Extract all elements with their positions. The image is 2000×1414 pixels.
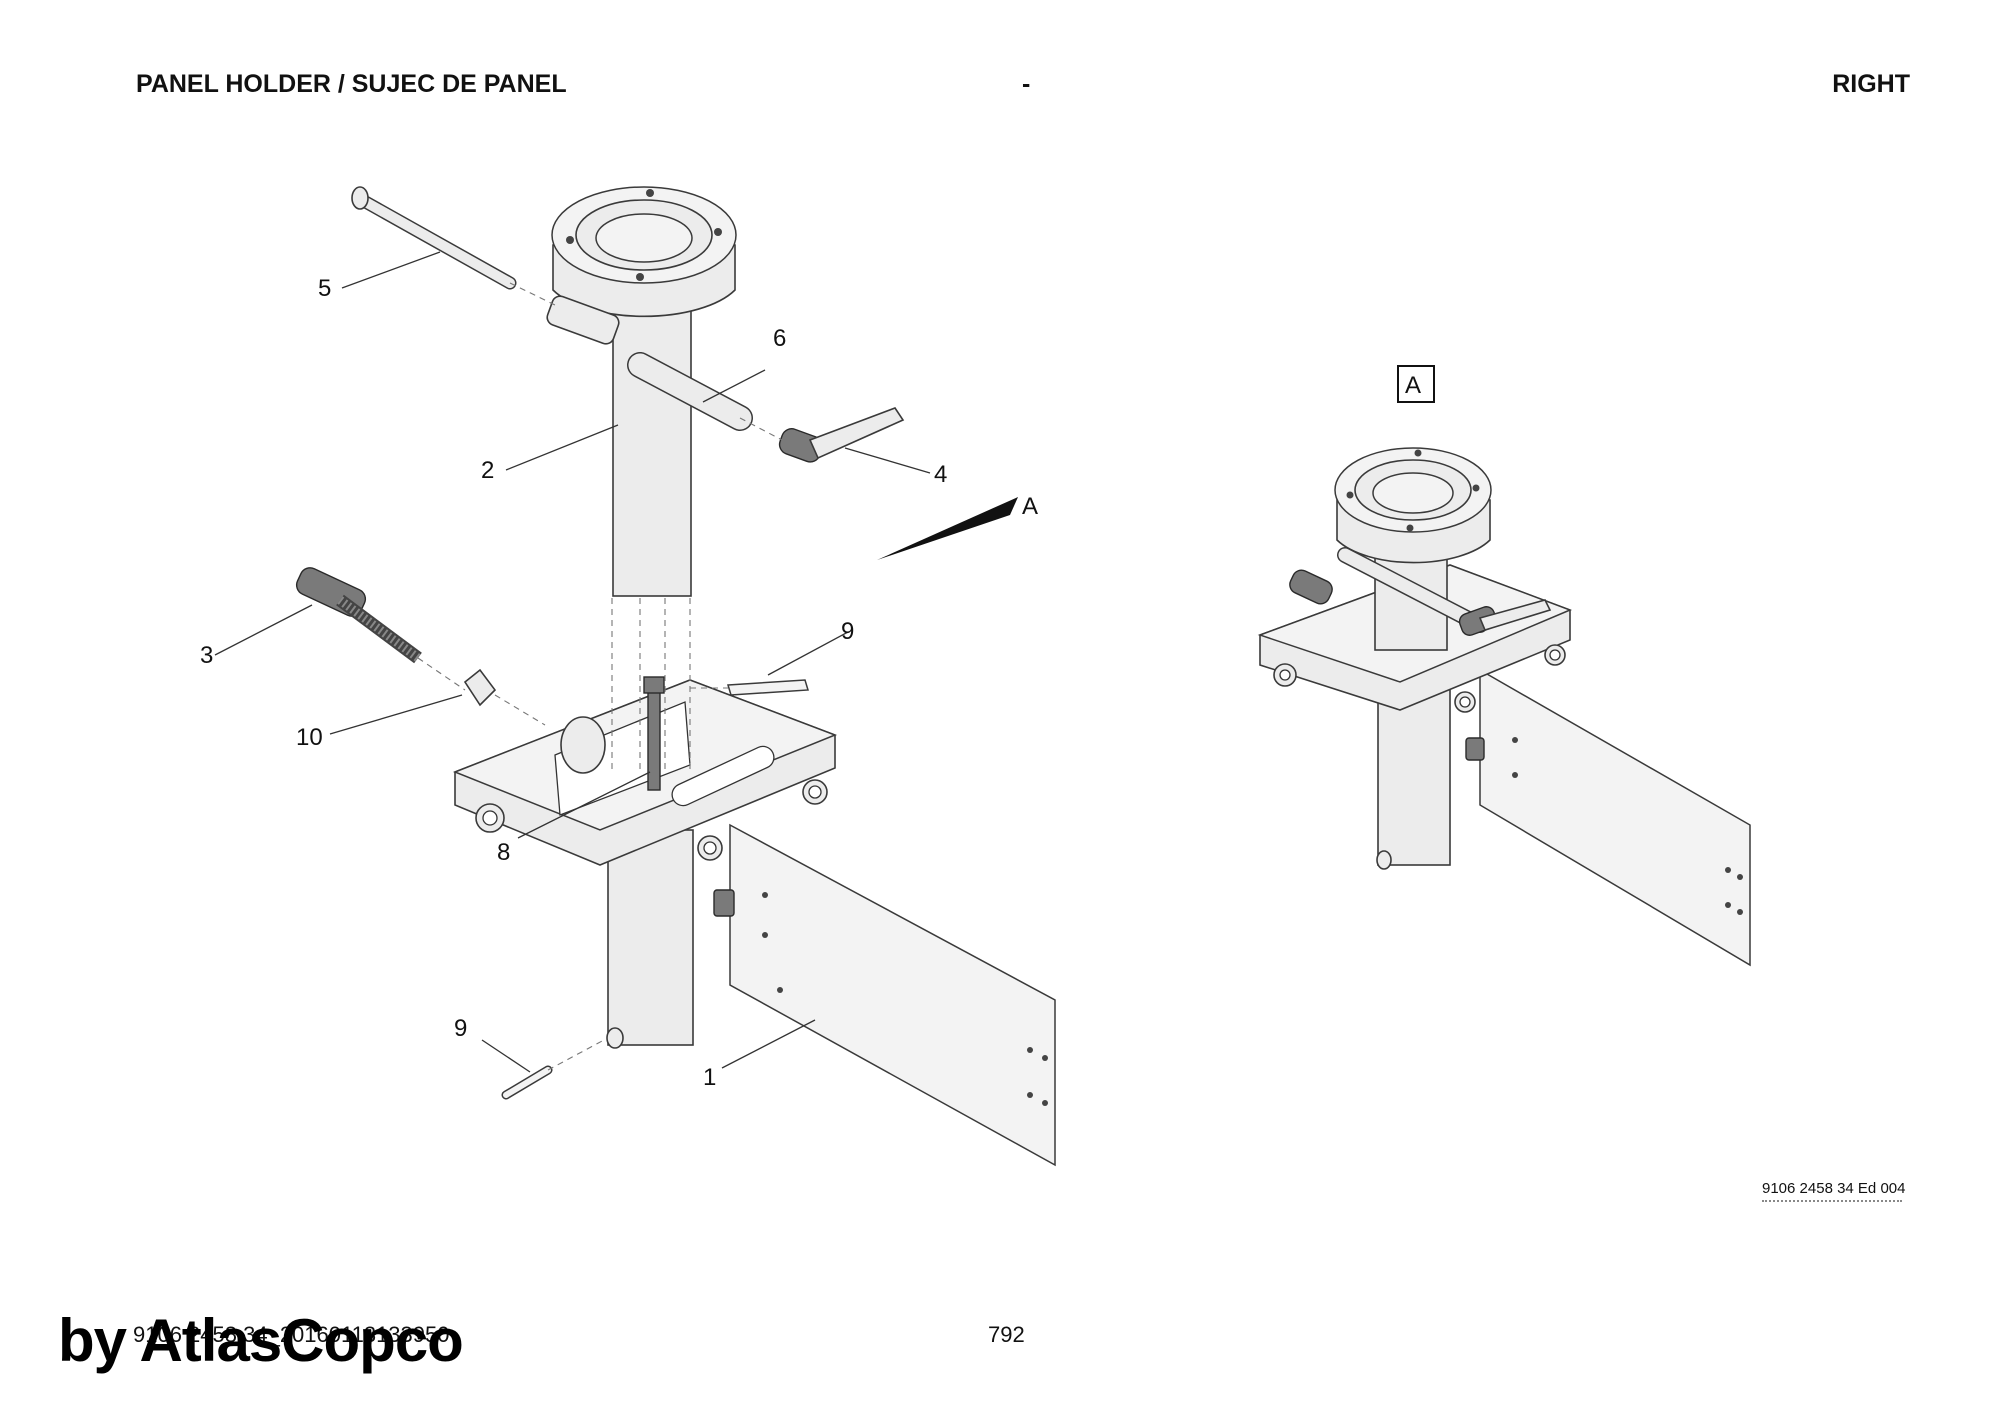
view-arrow-a-label: A [1022, 493, 1038, 520]
callout-10: 10 [296, 724, 323, 751]
part-3-t-handle-bolt [295, 567, 422, 664]
leader-lines [214, 251, 931, 1073]
exploded-view: A 1 2 3 4 5 6 8 9 9 10 [200, 186, 1056, 1167]
part-1-panel-plate [729, 823, 1056, 1167]
callout-6: 6 [773, 325, 786, 352]
callout-9-upper: 9 [841, 618, 854, 645]
callout-3: 3 [200, 642, 213, 669]
part-1-top-frame [452, 679, 838, 866]
drawing-code-underline [1762, 1200, 1902, 1205]
view-arrow-a: A [877, 493, 1038, 560]
page-number: 792 [988, 1322, 1025, 1347]
part-4-clamping-lever [778, 407, 905, 463]
callout-9-lower: 9 [454, 1015, 467, 1042]
part-1-lower-post [606, 829, 735, 1049]
assembled-detail-view: A [1257, 365, 1751, 967]
part-2-tube-with-flange [546, 186, 737, 597]
part-9-upper-pin [727, 679, 809, 696]
drawing-code: 9106 2458 34 Ed 004 [1762, 1180, 1906, 1197]
header-separator: - [1022, 70, 1031, 98]
watermark: by AtlasCopco [58, 1307, 464, 1374]
footer-document-id: 9106 2458 34_20160113133950 [133, 1322, 450, 1347]
callout-4: 4 [934, 461, 947, 488]
callout-5: 5 [318, 275, 331, 302]
detail-label-box [1397, 365, 1435, 403]
part-6-shaft [627, 352, 753, 431]
part-5-long-pin [351, 186, 517, 290]
part-8-threaded-stud [643, 676, 665, 791]
alignment-lines [417, 282, 783, 1071]
callout-8: 8 [497, 839, 510, 866]
detail-label: A [1405, 372, 1421, 399]
part-9-lower-pin [501, 1065, 553, 1100]
header-side-label: RIGHT [1832, 70, 1910, 98]
callout-1: 1 [703, 1064, 716, 1091]
page-title: PANEL HOLDER / SUJEC DE PANEL [136, 70, 567, 98]
callout-2: 2 [481, 457, 494, 484]
part-10-wedge [463, 668, 497, 707]
